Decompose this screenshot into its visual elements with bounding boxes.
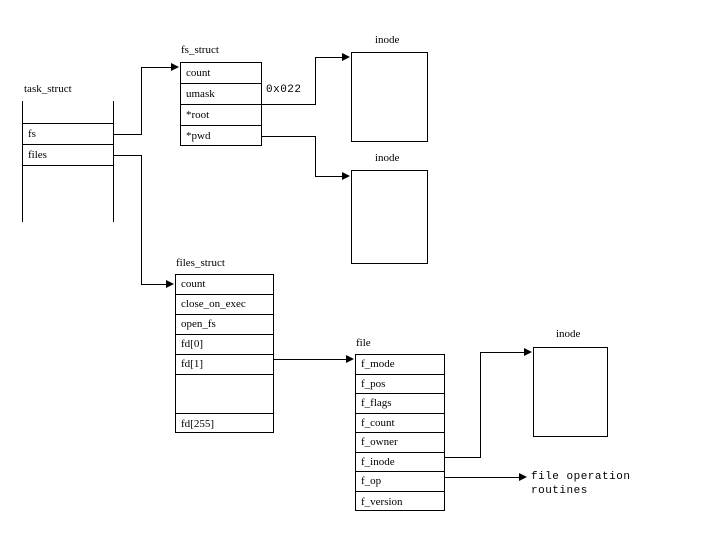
connector-pwd-arrowhead-right-icon: [342, 172, 350, 180]
fs-struct-caption: fs_struct: [181, 44, 219, 56]
file-struct-row-f-pos[interactable]: f_pos: [356, 375, 444, 394]
files-struct-row-close-on-exec[interactable]: close_on_exec: [176, 295, 273, 315]
fs-struct-row-count-label: count: [186, 66, 211, 79]
file-struct-caption: file: [356, 337, 371, 349]
connector-files-seg-h2: [141, 284, 167, 285]
inode-pwd-caption: inode: [375, 152, 400, 164]
file-struct-row-f-pos-label: f_pos: [361, 377, 386, 390]
connector-finode-seg-v: [480, 352, 481, 458]
files-struct-row-count[interactable]: count: [176, 275, 273, 295]
fs-struct-row-root-label: *root: [186, 108, 210, 121]
file-struct-row-f-owner-label: f_owner: [361, 436, 398, 448]
files-struct-row-close-on-exec-label: close_on_exec: [181, 298, 246, 310]
task-struct-row-files[interactable]: files: [23, 145, 113, 166]
files-struct-row-gap: [176, 375, 273, 414]
connector-fd1-seg-h: [274, 359, 347, 360]
file-struct-row-f-flags[interactable]: f_flags: [356, 394, 444, 414]
connector-fs-seg-v: [141, 67, 142, 135]
file-struct-row-f-mode-label: f_mode: [361, 358, 395, 370]
files-struct-row-fd1[interactable]: fd[1]: [176, 355, 273, 375]
connector-fs-seg-h2: [141, 67, 172, 68]
task-struct-row-fs-label: fs: [28, 127, 36, 140]
connector-root-seg-h1: [262, 104, 316, 105]
files-struct-row-fd255-label: fd[255]: [181, 417, 214, 430]
connector-pwd-seg-v: [315, 136, 316, 176]
file-struct-row-f-op[interactable]: f_op: [356, 472, 444, 492]
connector-finode-arrowhead-right-icon: [524, 348, 532, 356]
file-struct-row-f-inode[interactable]: f_inode: [356, 453, 444, 472]
file-struct-row-f-inode-label: f_inode: [361, 455, 395, 468]
files-struct-row-fd255[interactable]: fd[255]: [176, 414, 273, 434]
files-struct-row-fd0[interactable]: fd[0]: [176, 335, 273, 355]
connector-files-seg-v: [141, 155, 142, 284]
files-struct-row-open-fs[interactable]: open_fs: [176, 315, 273, 335]
fs-struct-row-pwd[interactable]: *pwd: [181, 126, 261, 147]
file-struct-row-f-flags-label: f_flags: [361, 397, 392, 409]
connector-root-seg-h2: [315, 57, 343, 58]
connector-fs-seg-h1: [114, 134, 142, 135]
files-struct-row-fd1-label: fd[1]: [181, 358, 203, 370]
umask-value-label: 0x022: [266, 84, 302, 96]
connector-root-arrowhead-right-icon: [342, 53, 350, 61]
task-struct-row-0: [23, 101, 113, 124]
fs-struct-row-pwd-label: *pwd: [186, 130, 211, 142]
inode-pwd-box: [351, 170, 428, 264]
connector-files-seg-h1: [114, 155, 142, 156]
inode-root-box: [351, 52, 428, 142]
files-struct-box: count close_on_exec open_fs fd[0] fd[1] …: [175, 274, 274, 433]
connector-root-seg-v: [315, 57, 316, 105]
fs-struct-box: count umask *root *pwd: [180, 62, 262, 146]
file-struct-row-f-count-label: f_count: [361, 416, 395, 429]
file-operation-routines-line2: routines: [531, 485, 588, 497]
fs-struct-row-umask-label: umask: [186, 87, 215, 100]
connector-finode-seg-h2: [480, 352, 525, 353]
connector-fop-seg-h: [445, 477, 523, 478]
files-struct-row-count-label: count: [181, 278, 206, 290]
file-struct-row-f-version[interactable]: f_version: [356, 492, 444, 512]
files-struct-caption: files_struct: [176, 257, 225, 269]
files-struct-row-open-fs-label: open_fs: [181, 318, 216, 330]
task-struct-row-3: [23, 166, 113, 222]
connector-finode-seg-h1: [445, 457, 481, 458]
connector-files-arrowhead-right-icon: [166, 280, 174, 288]
connector-pwd-seg-h1: [262, 136, 316, 137]
file-struct-row-f-owner[interactable]: f_owner: [356, 433, 444, 453]
file-struct-row-f-version-label: f_version: [361, 495, 403, 508]
connector-pwd-seg-h2: [315, 176, 343, 177]
file-struct-box: f_mode f_pos f_flags f_count f_owner f_i…: [355, 354, 445, 511]
task-struct-caption: task_struct: [24, 83, 72, 95]
connector-fs-arrowhead-right-icon: [171, 63, 179, 71]
inode-root-caption: inode: [375, 34, 400, 46]
file-operation-routines-line1: file operation: [531, 471, 631, 483]
task-struct-box: fs files: [22, 101, 114, 222]
task-struct-row-fs[interactable]: fs: [23, 124, 113, 145]
connector-fop-arrowhead-right-icon: [519, 473, 527, 481]
fs-struct-row-root[interactable]: *root: [181, 105, 261, 126]
fs-struct-row-umask[interactable]: umask: [181, 84, 261, 105]
inode-file-box: [533, 347, 608, 437]
file-struct-row-f-op-label: f_op: [361, 475, 382, 487]
inode-file-caption: inode: [556, 328, 581, 340]
file-struct-row-f-mode[interactable]: f_mode: [356, 355, 444, 375]
fs-struct-row-count[interactable]: count: [181, 63, 261, 84]
task-struct-row-files-label: files: [28, 148, 47, 161]
connector-fd1-arrowhead-right-icon: [346, 355, 354, 363]
files-struct-row-fd0-label: fd[0]: [181, 338, 203, 350]
file-struct-row-f-count[interactable]: f_count: [356, 414, 444, 433]
